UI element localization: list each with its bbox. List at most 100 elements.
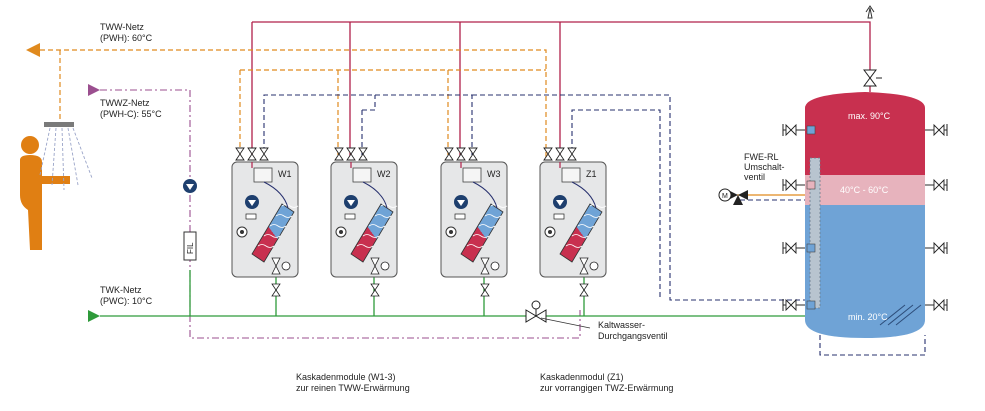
tank-side-panel [809,157,821,309]
module-label: Z1 [586,169,597,179]
tank-connection-valve-icon [782,178,816,192]
module-sensor [245,213,257,220]
twk-arrow-icon [88,310,100,322]
module-controller [253,167,273,183]
module-label: W3 [487,169,501,179]
filter-label: FIL [186,242,195,254]
return-w-collector [263,94,473,160]
twwz-main-line [100,89,581,339]
tww-net-pipes [40,49,547,160]
tank-bottom-loop [819,335,926,356]
module-valve-icon [444,147,454,161]
return-w-to-tank [472,94,805,301]
module-pump-icon [344,195,358,209]
tank-zone-top [805,92,925,175]
caption-w-modules: Kaskadenmodule (W1-3)zur reinen TWW-Erwä… [296,372,410,393]
hot-supply-pipes [251,21,871,160]
module-valve-icon [259,147,269,161]
tank-connection-valve-icon [925,298,948,312]
tank-zone-mid [805,175,925,205]
tank-connection-valve-icon [925,178,948,192]
module-valve-icon [334,147,344,161]
module-controller [561,167,581,183]
module-controller [352,167,372,183]
module-bottom-valves [480,257,500,297]
module-sensor [454,213,466,220]
filter-unit: FIL [183,231,197,261]
module-label: W2 [377,169,391,179]
module-housing [330,161,398,278]
tank-connection-valve-icon [925,123,948,137]
shower-head-icon [39,122,93,191]
air-vent-icon [865,5,875,19]
module-mixer-icon [445,226,457,238]
twwz-net-label: TWWZ-Netz(PWH-C): 55°C [100,98,162,119]
module-bottom-valves [271,257,291,297]
svg-text:M: M [722,193,728,200]
return-w-link [362,95,376,111]
fwe-changeover-valve: M [718,188,805,205]
module-bottom-valves [579,257,599,297]
tank-connection-valve-icon [782,123,816,137]
module-sensor [344,213,356,220]
module-housing [440,161,508,278]
tank-top-valve [863,69,882,87]
twwz-net-pipes [100,89,581,339]
module-valve-icon [247,147,257,161]
storage-tank [805,92,925,338]
module-housing [539,161,607,278]
module-valve-icon [346,147,356,161]
caption-z-module: Kaskadenmodul (Z1)zur vorrangigen TWZ-Er… [540,372,673,393]
module-valve-icon [468,147,478,161]
module-heat-exchanger [350,203,398,263]
module-heat-exchanger [559,203,607,263]
module-valve-icon [456,147,466,161]
tank-connection-valve-icon [782,298,816,312]
hot-supply-main-pipe [252,21,871,92]
cascade-module-w1: W1 [231,147,299,297]
tank-shell-bottom [805,200,925,338]
tww-arrow-icon [26,43,40,57]
twk-net-label: TWK-Netz(PWC): 10°C [100,285,153,306]
tank-connection-valve-icon [925,241,948,255]
module-heat-exchanger [460,203,508,263]
person-icon [20,136,70,250]
module-sensor [553,213,565,220]
cascade-modules: W1 W2 W3 Z1 [231,147,607,297]
return-z1 [571,109,661,300]
module-pump-icon [553,195,567,209]
module-pump-icon [245,195,259,209]
circulation-pump-icon [183,179,197,193]
text-labels: TWW-Netz(PWH): 60°C TWWZ-Netz(PWH-C): 55… [100,22,891,393]
tank-mid-temp: 40°C - 60°C [840,185,889,195]
module-valve-icon [567,147,577,161]
cascade-module-w3: W3 [440,147,508,297]
module-pump-icon [454,195,468,209]
module-controller [462,167,482,183]
module-valve-icon [358,147,368,161]
cascade-module-w2: W2 [330,147,398,297]
tank-connection-valve-icon [782,241,816,255]
tank-connections [782,123,948,312]
tank-top-temp: max. 90°C [848,111,891,121]
cold-water-valve [525,300,591,329]
tww-net-label: TWW-Netz(PWH): 60°C [100,22,153,43]
module-bottom-valves [370,257,390,297]
tww-main-line [40,49,547,160]
tank-bottom-temp: min. 20°C [848,312,888,322]
module-valve-icon [555,147,565,161]
module-label: W1 [278,169,292,179]
twwz-arrow-icon [88,84,100,96]
module-heat-exchanger [251,203,299,263]
module-mixer-icon [335,226,347,238]
tank-heat-exchanger [879,304,922,326]
cold-valve-label: Kaltwasser-Durchgangsventil [598,320,668,341]
cascade-module-z1: Z1 [539,147,607,297]
module-housing [231,161,299,278]
module-valve-icon [543,147,553,161]
module-mixer-icon [544,226,556,238]
module-valve-icon [235,147,245,161]
